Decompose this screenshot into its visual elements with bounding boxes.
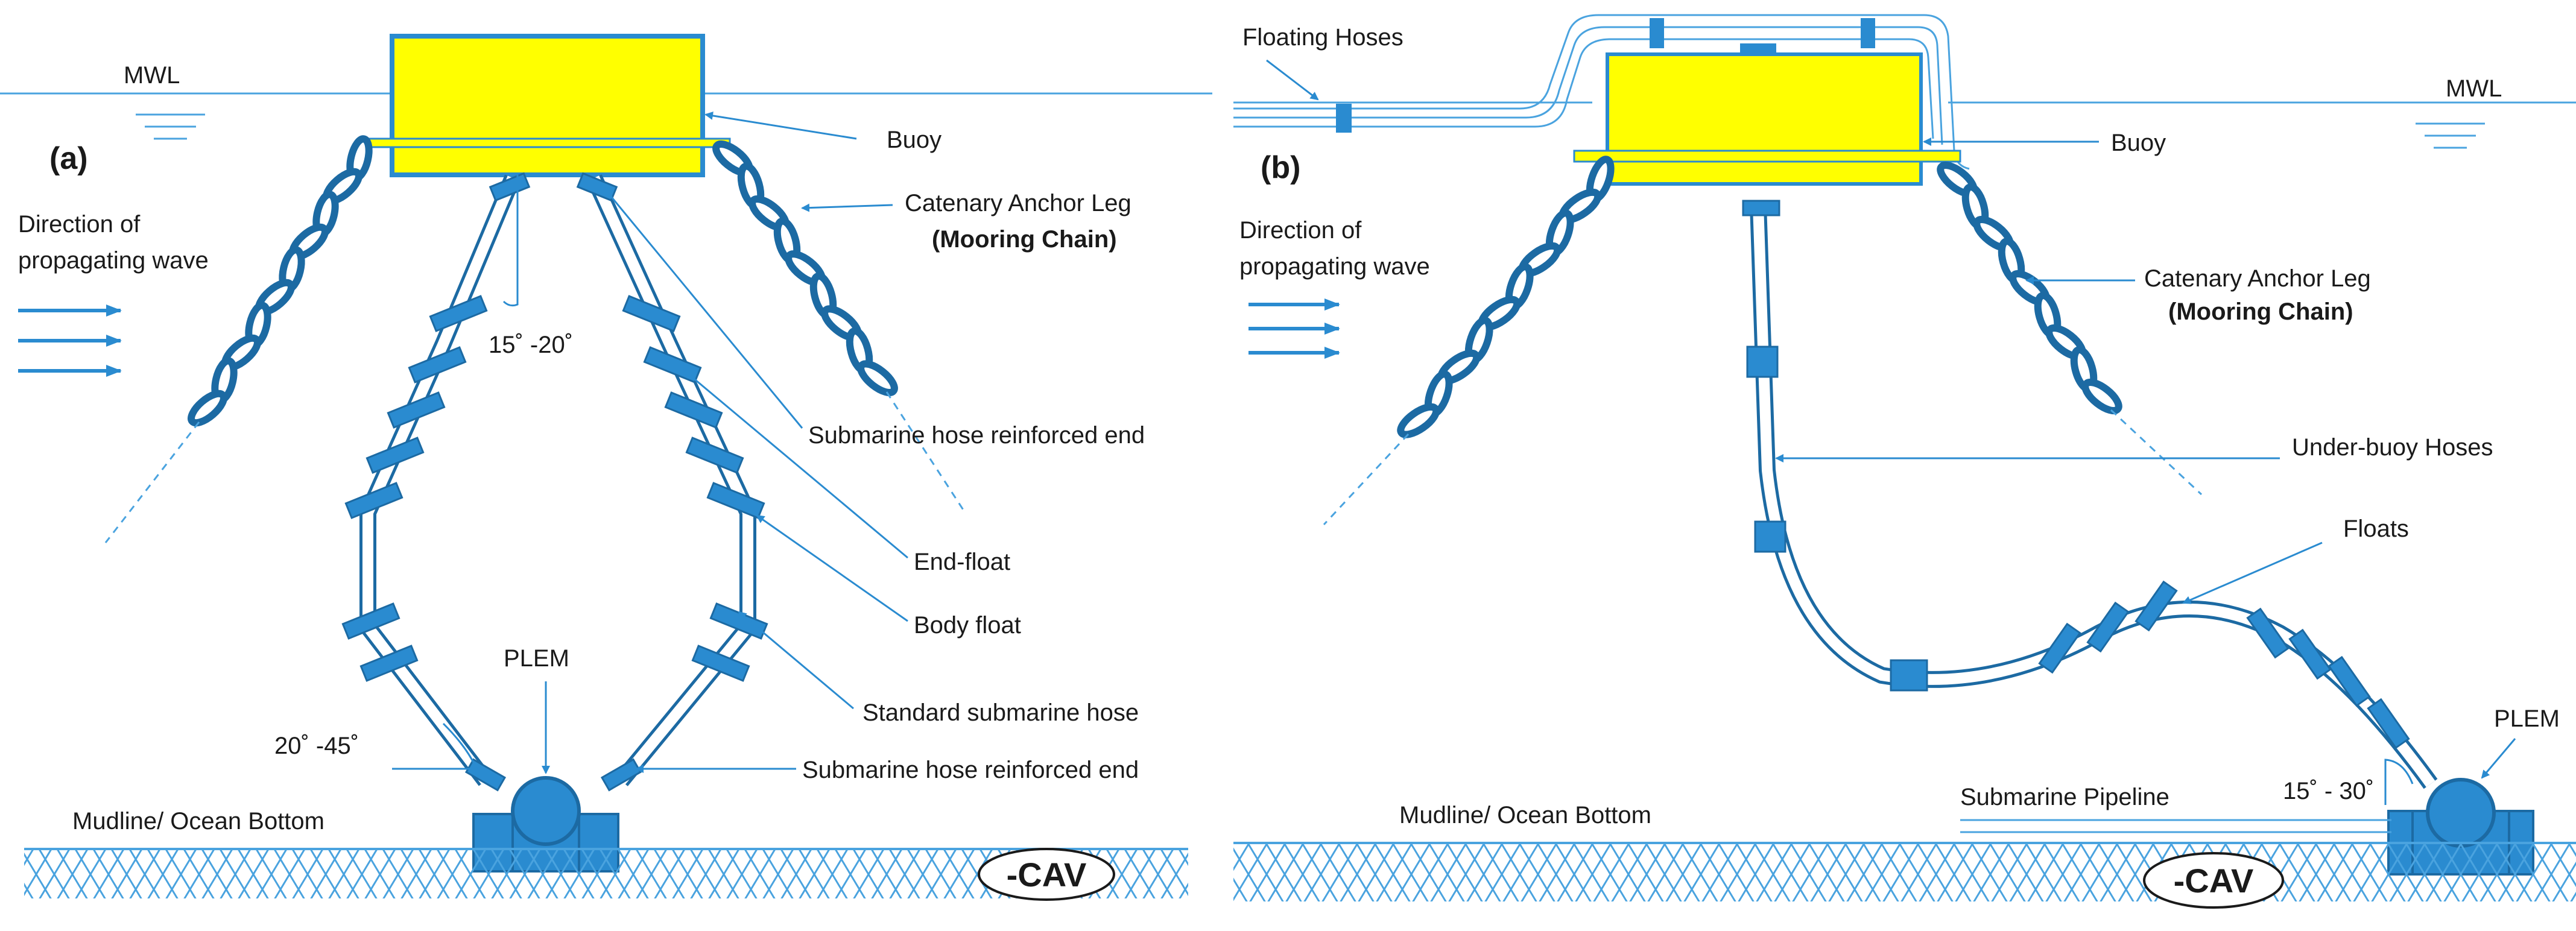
submarine-hose-left xyxy=(359,174,521,786)
anchor-line-extension xyxy=(1323,433,1410,526)
hose-float xyxy=(464,758,507,792)
hose-float xyxy=(2246,607,2290,659)
pipeline-label: Submarine Pipeline xyxy=(1960,784,2169,810)
anchor-label-line2: (Mooring Chain) xyxy=(932,226,1117,253)
hose-float xyxy=(408,346,467,383)
credit-badge xyxy=(2143,852,2284,909)
angle-arc-bottom xyxy=(392,722,478,770)
standard-hose-label: Standard submarine hose xyxy=(862,699,1139,726)
hose-float xyxy=(2038,622,2081,674)
hose-float xyxy=(664,391,723,429)
anchor-line-extension xyxy=(2110,409,2203,496)
panel-b-label: (b) xyxy=(1261,150,1300,185)
anchor-line-extension xyxy=(104,421,200,543)
credit-label: -CAV xyxy=(2174,862,2254,900)
anchor-line-extension xyxy=(885,391,966,513)
wave-label-line1: Direction of xyxy=(18,211,141,238)
buoy-skirt xyxy=(1573,150,1961,163)
angle-top-label: 15˚ -20˚ xyxy=(489,332,573,358)
under-buoy-label: Under-buoy Hoses xyxy=(2292,434,2493,461)
mudline-label: Mudline/ Ocean Bottom xyxy=(72,808,324,835)
hose-float xyxy=(685,437,744,474)
angle-arc-top xyxy=(502,175,519,307)
leader-plem xyxy=(2481,738,2516,779)
angle-bottom-label: 20˚ -45˚ xyxy=(274,733,359,759)
leader-anchor xyxy=(801,203,893,212)
hose-clamp xyxy=(1650,18,1664,48)
leader-floats xyxy=(2182,541,2323,604)
body-float-label: Body float xyxy=(914,612,1021,639)
buoy xyxy=(1606,52,1923,186)
hose-float xyxy=(622,295,681,332)
hose-float xyxy=(2367,698,2410,750)
wave-label-line2: propagating wave xyxy=(18,247,209,274)
panel-a: MWL (a) xyxy=(0,34,1212,901)
hose-float xyxy=(2288,628,2332,680)
leader-end-float xyxy=(683,370,908,559)
hose-float xyxy=(387,391,446,429)
chain-link xyxy=(2081,378,2122,415)
chain-link xyxy=(1397,403,1440,438)
hose-float xyxy=(1754,520,1786,553)
leader-floating-hoses xyxy=(1266,59,1319,101)
end-float-label: End-float xyxy=(914,549,1010,575)
buoy-skirt xyxy=(367,137,731,148)
under-buoy-hose xyxy=(1753,204,2435,787)
plem-label: PLEM xyxy=(2494,705,2560,732)
leader-reinforced-top xyxy=(602,186,803,429)
hose-float xyxy=(706,482,765,519)
anchor-label-line2: (Mooring Chain) xyxy=(2168,298,2353,325)
angle-arc xyxy=(2384,759,2414,805)
hose-float xyxy=(359,645,419,682)
reinforced-bottom-label: Submarine hose reinforced end xyxy=(802,757,1139,783)
wave-label-line1: Direction of xyxy=(1239,217,1362,244)
buoy-label: Buoy xyxy=(2111,130,2166,156)
credit-label: -CAV xyxy=(1007,856,1087,894)
hose-clamp xyxy=(1336,104,1352,133)
leader-buoy xyxy=(704,111,857,140)
anchor-label-line1: Catenary Anchor Leg xyxy=(905,190,1131,216)
hose-float xyxy=(1742,200,1780,216)
leader-body-float xyxy=(756,514,908,622)
chain-link xyxy=(857,360,898,397)
under-buoy-hose xyxy=(1750,204,2438,789)
hose-float xyxy=(1890,659,1928,692)
plem-dome xyxy=(2426,778,2496,848)
angle-label: 15˚ - 30˚ xyxy=(2283,778,2374,804)
plem-dome xyxy=(511,776,581,846)
hose-float xyxy=(1746,346,1779,378)
leader-standard-hose xyxy=(738,611,854,710)
hose-float xyxy=(2328,655,2371,707)
credit-badge xyxy=(978,848,1115,901)
hose-float xyxy=(344,482,403,519)
floating-hoses-label: Floating Hoses xyxy=(1242,24,1404,51)
panel-b: MWL xyxy=(1233,14,2576,909)
panel-a-label: (a) xyxy=(49,141,88,176)
mwl-label: MWL xyxy=(2446,75,2502,102)
hose-float xyxy=(341,602,400,640)
hose-float xyxy=(366,437,425,474)
hose-float xyxy=(429,295,488,332)
buoy-label: Buoy xyxy=(887,127,941,153)
seabed xyxy=(1233,844,2576,901)
floats-label: Floats xyxy=(2343,516,2409,542)
submarine-hose-left xyxy=(362,175,518,784)
hose-float xyxy=(489,172,531,202)
hose-float xyxy=(2086,601,2130,653)
wave-label-line2: propagating wave xyxy=(1239,253,1430,280)
hose-clamp xyxy=(1861,18,1875,48)
plem-label: PLEM xyxy=(504,645,569,672)
reinforced-top-label: Submarine hose reinforced end xyxy=(808,422,1145,449)
mwl-label: MWL xyxy=(124,62,180,89)
mudline-label: Mudline/ Ocean Bottom xyxy=(1399,802,1651,828)
hose-float xyxy=(600,758,642,792)
chain-link xyxy=(188,390,227,427)
buoy xyxy=(390,34,705,177)
hose-float xyxy=(691,645,750,682)
anchor-label-line1: Catenary Anchor Leg xyxy=(2144,265,2371,292)
hose-float xyxy=(2135,580,2178,632)
